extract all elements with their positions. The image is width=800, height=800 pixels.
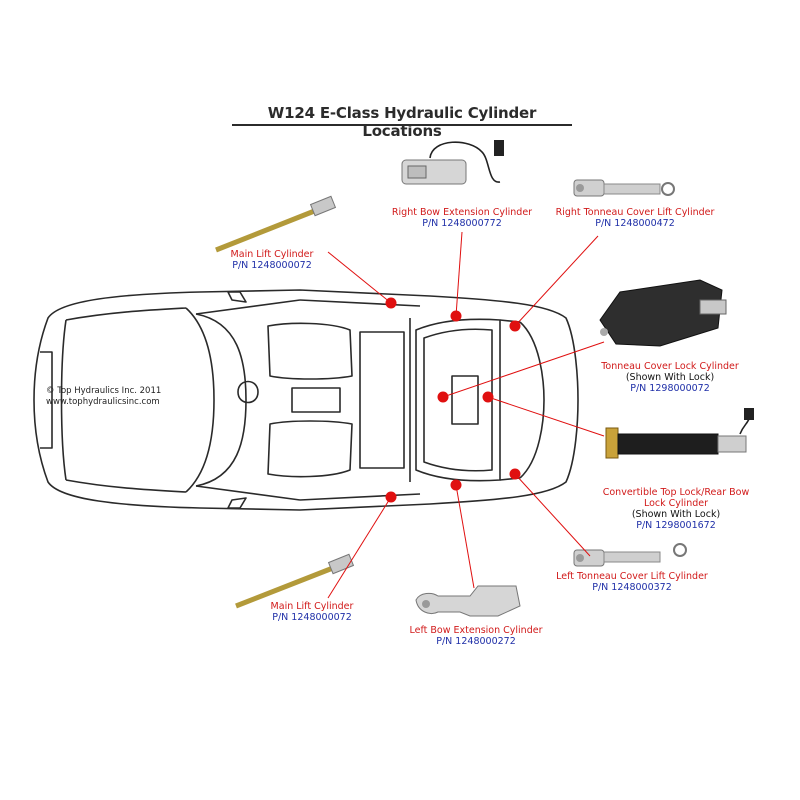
part-name: Main Lift Cylinder [270, 601, 354, 612]
trunk-line [519, 321, 545, 479]
part-name: Right Tonneau Cover Lift Cylinder [555, 207, 715, 218]
leader-left-tonneau [514, 473, 591, 557]
label-main-lift-top: Main Lift Cylinder P/N 1248000072 [212, 249, 332, 271]
main-lift-top-image [215, 195, 337, 253]
right-bow-image [401, 140, 504, 185]
right-tonneau-image [573, 179, 675, 197]
part-name: Tonneau Cover Lock Cylinder [601, 361, 739, 372]
part-name: Left Bow Extension Cylinder [409, 625, 543, 636]
location-markers [385, 297, 521, 503]
a-pillar-top [195, 299, 301, 315]
trunk-seam [499, 319, 521, 481]
hood-crease-bottom [65, 479, 187, 493]
marker-main-lift-bottom [385, 491, 397, 503]
front-seat-right [267, 322, 353, 380]
marker-left-bow [450, 479, 462, 491]
part-name-line2: Lock Cylinder [643, 498, 709, 509]
leader-top-lock [487, 396, 605, 437]
leader-tonneau-lock [442, 341, 605, 398]
hood-crease-top [65, 307, 187, 321]
windshield [185, 307, 215, 493]
part-number: P/N 1248000772 [422, 218, 502, 229]
marker-main-lift-top [385, 297, 397, 309]
mirror-top [227, 291, 247, 303]
leader-right-tonneau [514, 235, 599, 327]
marker-top-lock [482, 391, 494, 403]
marker-left-tonneau [509, 468, 521, 480]
windshield-inner [195, 313, 247, 487]
part-name: Main Lift Cylinder [230, 249, 314, 260]
label-tonneau-lock: Tonneau Cover Lock Cylinder (Shown With … [580, 361, 760, 394]
leader-main-lift-top [327, 251, 392, 304]
diagram-title: W124 E-Class Hydraulic Cylinder Location… [267, 104, 537, 140]
part-number: P/N 1248000372 [592, 582, 672, 593]
marker-right-bow [450, 310, 462, 322]
label-left-bow: Left Bow Extension Cylinder P/N 12480002… [386, 625, 566, 647]
leader-right-bow [455, 231, 463, 317]
center-console [291, 387, 341, 413]
marker-tonneau-lock [437, 391, 449, 403]
hood-line [60, 319, 67, 481]
car-outline [33, 289, 579, 511]
steering-wheel [237, 380, 259, 404]
tonneau-lock-image [599, 279, 727, 347]
a-pillar-bottom [195, 485, 301, 501]
label-right-tonneau: Right Tonneau Cover Lift Cylinder P/N 12… [545, 207, 725, 229]
top-frame-inner [423, 328, 493, 472]
top-lock-image [605, 408, 754, 459]
part-number: P/N 1248000272 [436, 636, 516, 647]
copyright: © Top Hydraulics Inc. 2011 www.tophydrau… [46, 386, 161, 408]
part-number: P/N 1298001672 [636, 520, 716, 531]
label-top-lock: Convertible Top Lock/Rear Bow Lock Cylin… [586, 487, 766, 531]
front-seat-left [267, 420, 353, 478]
copyright-line: © Top Hydraulics Inc. 2011 [46, 386, 162, 396]
leader-lines [327, 231, 605, 599]
grille [40, 351, 53, 449]
part-note: (Shown With Lock) [631, 509, 721, 520]
label-left-tonneau: Left Tonneau Cover Lift Cylinder P/N 124… [542, 571, 722, 593]
part-name: Left Tonneau Cover Lift Cylinder [556, 571, 708, 582]
left-tonneau-image [573, 543, 687, 567]
door-top [299, 299, 421, 307]
part-note: (Shown With Lock) [625, 372, 715, 383]
main-lift-bottom-image [235, 553, 355, 609]
website-line: www.tophydraulicsinc.com [46, 397, 160, 407]
part-number: P/N 1248000072 [232, 260, 312, 271]
part-images [215, 140, 754, 617]
leader-main-lift-bottom [327, 496, 392, 599]
part-number: P/N 1248000072 [272, 612, 352, 623]
rear-seat [359, 331, 405, 469]
label-main-lift-bottom: Main Lift Cylinder P/N 1248000072 [252, 601, 372, 623]
label-right-bow: Right Bow Extension Cylinder P/N 1248000… [372, 207, 552, 229]
part-name: Right Bow Extension Cylinder [391, 207, 533, 218]
title-underline [232, 124, 572, 126]
car-body [33, 289, 579, 511]
left-bow-image [415, 585, 521, 617]
rear-window [451, 375, 479, 425]
part-number: P/N 1298000072 [630, 383, 710, 394]
mirror-bottom [227, 497, 247, 509]
leader-left-bow [455, 484, 475, 589]
marker-right-tonneau [509, 320, 521, 332]
part-number: P/N 1248000472 [595, 218, 675, 229]
door-bottom [299, 493, 421, 501]
part-name: Convertible Top Lock/Rear Bow [602, 487, 750, 498]
